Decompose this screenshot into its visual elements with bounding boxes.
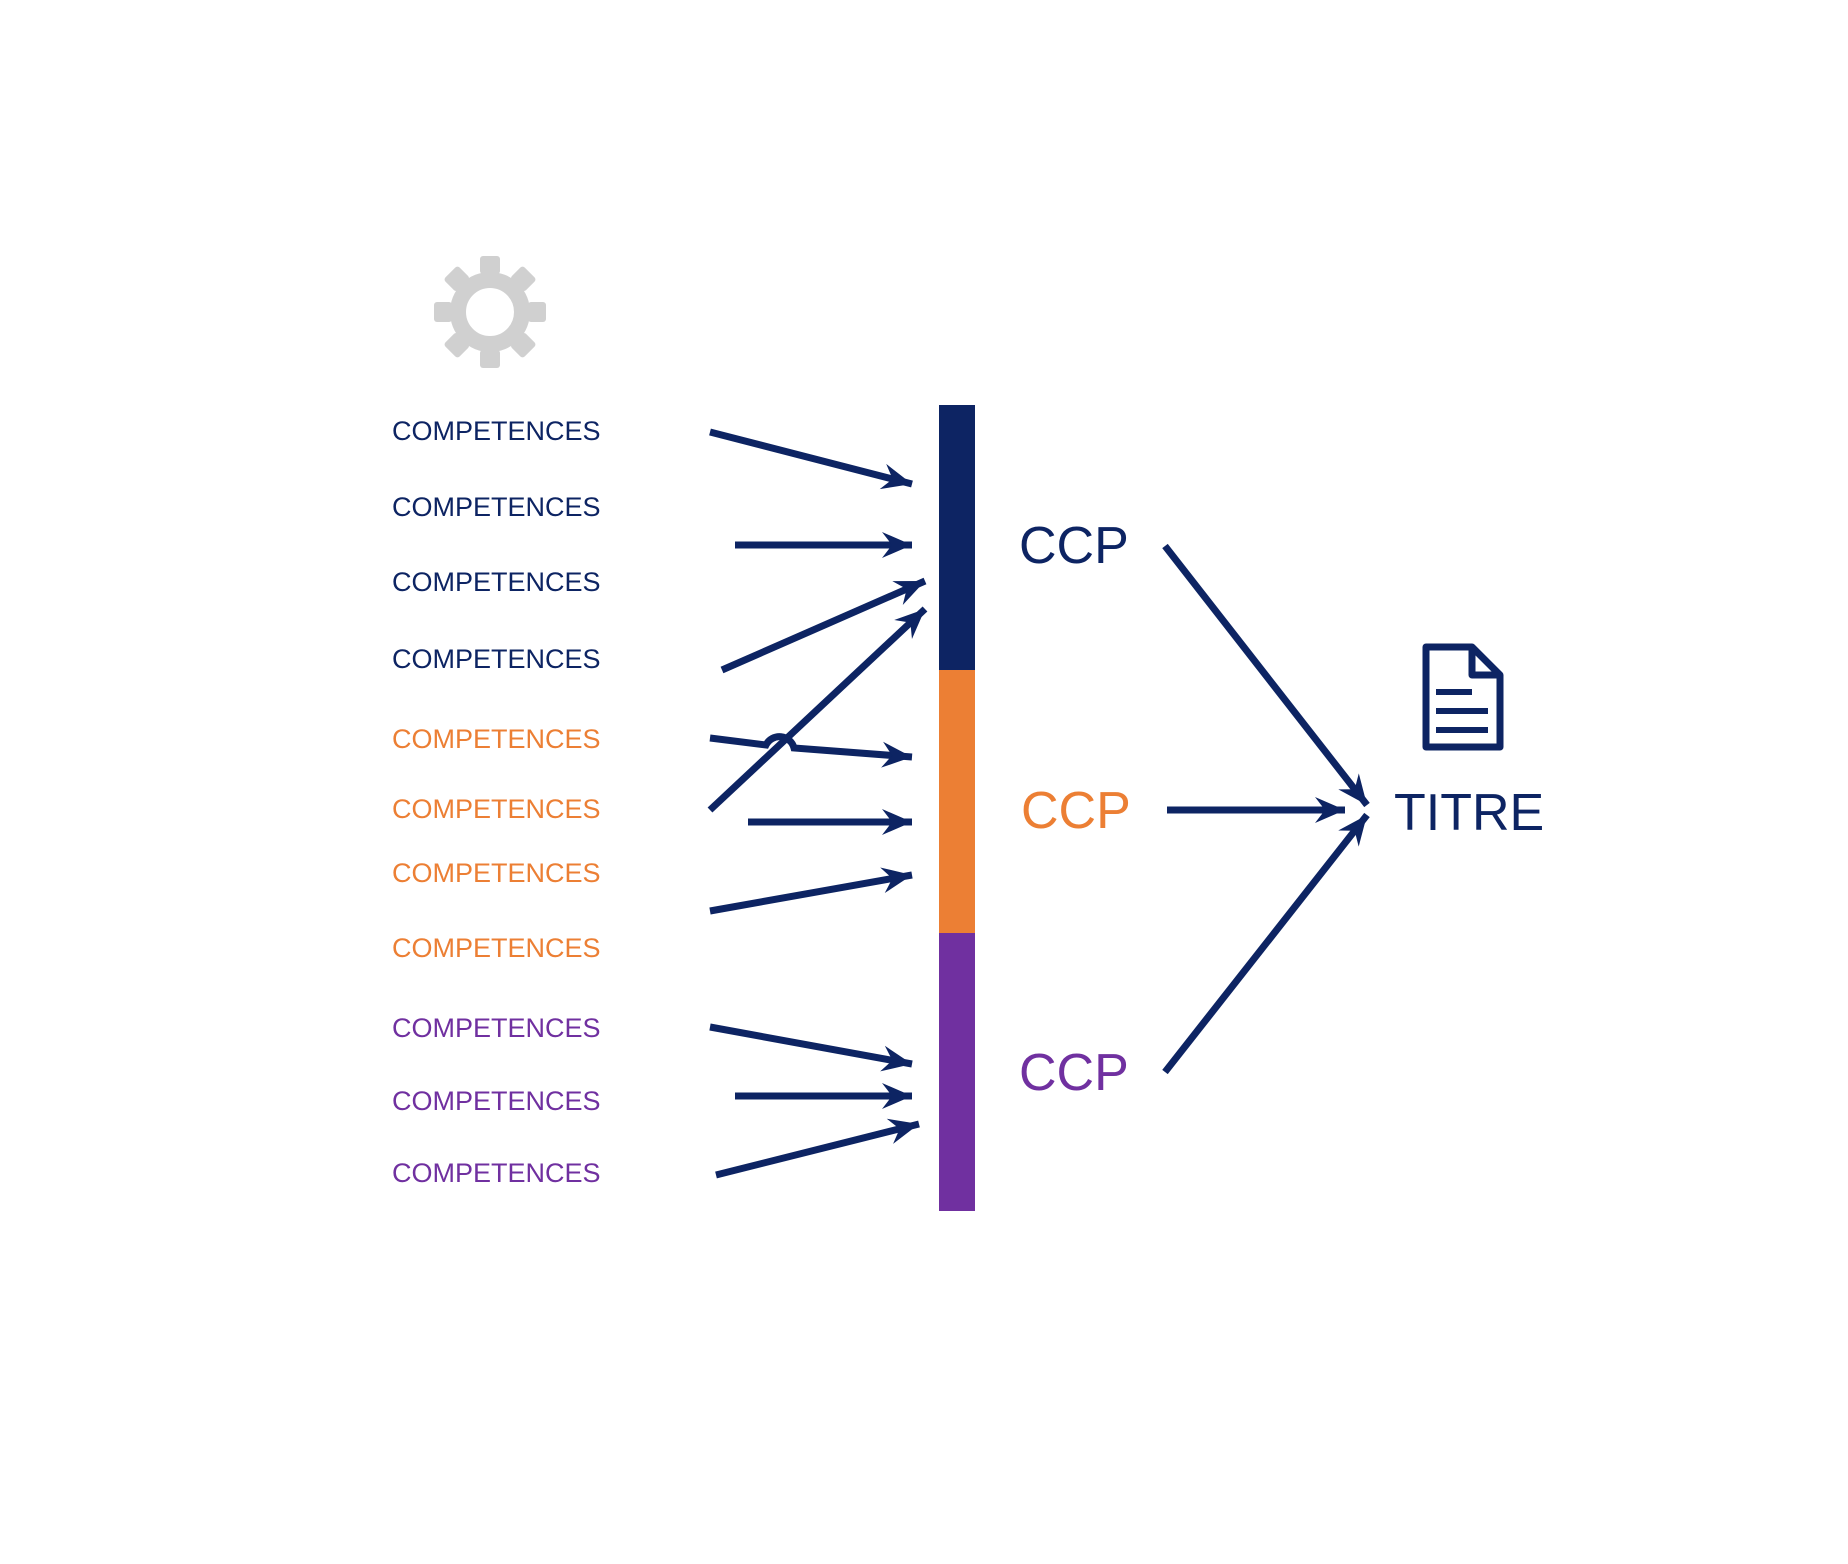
bar-segment-orange (939, 670, 975, 933)
ccp-arrow-purple (1162, 812, 1370, 1075)
ccp-labels: CCP CCP CCP (1019, 517, 1131, 1102)
competence-arrows (707, 428, 928, 1179)
bar-segment-purple (939, 933, 975, 1211)
competence-arrow-3 (720, 577, 927, 674)
competence-label-7: COMPETENCES (392, 858, 601, 888)
competence-arrow-9 (709, 1023, 913, 1072)
ccp-label-navy: CCP (1019, 517, 1129, 575)
ccp-arrow-navy (1162, 543, 1370, 808)
competence-label-10: COMPETENCES (392, 1086, 601, 1116)
competence-arrow-8 (709, 867, 913, 915)
competence-arrow-11 (715, 1118, 920, 1179)
competence-arrow-6 (707, 606, 928, 813)
competence-label-3: COMPETENCES (392, 567, 601, 597)
ccp-label-purple: CCP (1019, 1044, 1129, 1102)
competence-label-9: COMPETENCES (392, 1013, 601, 1043)
competence-label-6: COMPETENCES (392, 794, 601, 824)
competence-label-1: COMPETENCES (392, 416, 601, 446)
competence-arrow-1 (709, 428, 913, 490)
ccp-label-orange: CCP (1021, 782, 1131, 840)
competence-arrow-5 (709, 733, 913, 768)
competence-label-2: COMPETENCES (392, 492, 601, 522)
gear-icon (434, 256, 546, 368)
competence-label-11: COMPETENCES (392, 1158, 601, 1188)
document-icon (1422, 643, 1504, 751)
bar-segment-navy (939, 405, 975, 670)
competence-label-4: COMPETENCES (392, 644, 601, 674)
ccp-bar (939, 405, 975, 1211)
competence-labels: COMPETENCES COMPETENCES COMPETENCES COMP… (392, 416, 601, 1188)
ccp-arrows (1162, 543, 1370, 1075)
titre-label: TITRE (1394, 784, 1544, 842)
competence-label-5: COMPETENCES (392, 724, 601, 754)
competence-label-8: COMPETENCES (392, 933, 601, 963)
